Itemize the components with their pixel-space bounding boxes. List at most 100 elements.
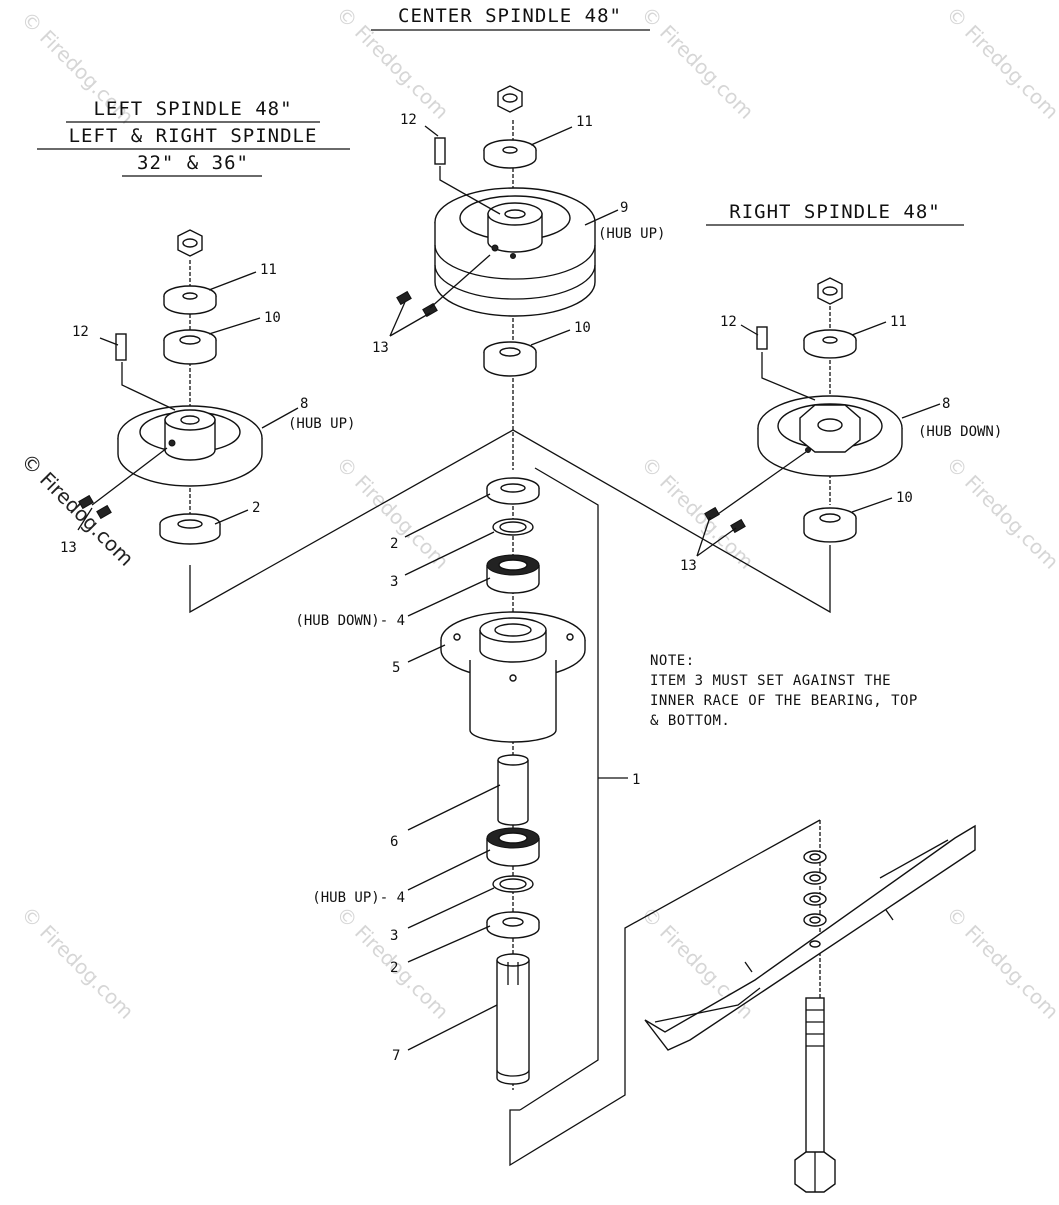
right-key-leader: [761, 352, 816, 401]
stack-housing-bolt-hole: [509, 674, 517, 682]
left-setscrew-hole: [168, 439, 176, 447]
stack-spacer-6: [497, 760, 529, 826]
center-setscrew-13b: [422, 302, 438, 318]
center-key-12: [434, 137, 446, 165]
titles: CENTER SPINDLE 48" LEFT SPINDLE 48" LEFT…: [37, 5, 964, 226]
callout-left-12: 12: [72, 324, 89, 340]
callout-left-11: 11: [260, 262, 277, 278]
center-washer-10-hole: [499, 347, 521, 357]
blade-center-hole: [809, 940, 821, 948]
center-setscrew-13a: [396, 290, 412, 306]
stack-housing-5-body: [469, 660, 557, 743]
callout-right-11: 11: [890, 314, 907, 330]
stack-washer-2-bottom-hole: [502, 917, 524, 927]
blade: [644, 824, 976, 1051]
right-washer-11-hole: [822, 336, 838, 344]
leader-line: [389, 312, 431, 337]
stack-washer-2-top-rim: [486, 488, 540, 505]
callout-stack-2-bottom: 2: [390, 960, 398, 976]
blade-assembly: [644, 824, 976, 1193]
left-pulley-hub-hole: [180, 415, 200, 425]
callout-right-13: 13: [680, 558, 697, 574]
left-washer-2-rim: [159, 524, 221, 545]
leader-line: [696, 516, 711, 557]
callout-stack-3-bottom: 3: [390, 928, 398, 944]
right-nut-hole: [822, 286, 838, 296]
leader-line: [696, 527, 737, 557]
callout-stack-5: 5: [392, 660, 400, 676]
left-key-12: [115, 333, 127, 361]
leader-line: [404, 531, 495, 576]
right-spindle-assembly: [704, 277, 903, 543]
watermark-dark-text: © Firedog.com: [16, 449, 138, 571]
note-line: & BOTTOM.: [650, 713, 730, 729]
callout-center-13: 13: [372, 340, 389, 356]
stack-spacer-6-top: [497, 754, 529, 766]
blade-washer-hole: [809, 916, 821, 924]
left-washer-10-hole: [179, 335, 201, 345]
watermark-text: © Firedog.com: [331, 452, 453, 574]
watermark-text: © Firedog.com: [941, 902, 1059, 1024]
left-pulley-hub: [164, 419, 216, 461]
left-washer-11-hole: [182, 292, 198, 300]
leader-line: [407, 849, 491, 891]
center-key-leader: [439, 166, 501, 215]
watermark-text: © Firedog.com: [941, 452, 1059, 574]
blade-edge-mark: [744, 961, 753, 973]
stack-ring-3-bottom-hole: [499, 878, 527, 890]
callout-stack-1: 1: [632, 772, 640, 788]
title-left-spindle-line1: LEFT SPINDLE 48": [93, 98, 292, 120]
callout-left-8: 8: [300, 396, 308, 412]
callout-center-12: 12: [400, 112, 417, 128]
stack-shaft-7-top: [496, 953, 530, 967]
callout-right-8: 8: [942, 396, 950, 412]
leader-line: [424, 125, 439, 137]
stack-housing-5-bore: [494, 623, 532, 637]
watermark-text: © Firedog.com: [941, 2, 1059, 124]
left-key-leader: [121, 362, 176, 411]
leader-line: [99, 337, 119, 346]
stack-washer-2-top-hole: [500, 483, 526, 493]
watermark-text: © Firedog.com: [16, 902, 138, 1024]
left-setscrew-13b: [96, 504, 112, 520]
left-pulley-8-rim: [117, 438, 263, 487]
callout-stack-4-bottom: (HUB UP)- 4: [312, 890, 405, 906]
leader-line: [851, 497, 893, 513]
leader-line: [851, 321, 887, 336]
left-washer-2-hole: [177, 519, 203, 529]
blade-washer-hole: [809, 853, 821, 861]
left-spindle-assembly: [78, 229, 263, 545]
callout-labels: 11 10 12 8 (HUB UP) 13 2 12 11 9 (HUB UP…: [60, 112, 1002, 1064]
callout-left-hub-up: (HUB UP): [288, 416, 355, 432]
center-washer-10-rim: [483, 352, 537, 377]
stack-ring-3-top-hole: [499, 521, 527, 533]
callout-stack-6: 6: [390, 834, 398, 850]
watermark-text: © Firedog.com: [636, 2, 758, 124]
center-pulley-groove: [434, 264, 596, 300]
title-right-spindle: RIGHT SPINDLE 48": [729, 201, 940, 223]
left-washer-11-rim: [163, 296, 217, 315]
center-setscrew-hole: [491, 244, 499, 252]
stack-washer-2-bottom-rim: [486, 922, 540, 939]
leader-line: [407, 784, 501, 831]
right-setscrew-13a: [704, 506, 720, 522]
right-pulley-hub-hole: [817, 418, 843, 432]
note-block: NOTE: ITEM 3 MUST SET AGAINST THE INNER …: [650, 653, 917, 729]
blade-edge: [654, 987, 761, 1023]
leader-line: [901, 403, 941, 419]
center-pulley-hub-hole: [504, 209, 526, 219]
leader-lines: [77, 125, 941, 1051]
leader-line: [530, 329, 571, 346]
callout-stack-2-top: 2: [390, 536, 398, 552]
leader-line: [404, 493, 491, 538]
leader-line: [740, 324, 759, 336]
leader-line: [530, 126, 573, 146]
note-line: ITEM 3 MUST SET AGAINST THE: [650, 673, 891, 689]
leader-line: [407, 925, 491, 963]
left-washer-10-rim: [163, 340, 217, 365]
callout-center-9: 9: [620, 200, 628, 216]
callout-right-12: 12: [720, 314, 737, 330]
leader-line: [407, 577, 491, 617]
right-washer-10-rim: [803, 518, 857, 543]
